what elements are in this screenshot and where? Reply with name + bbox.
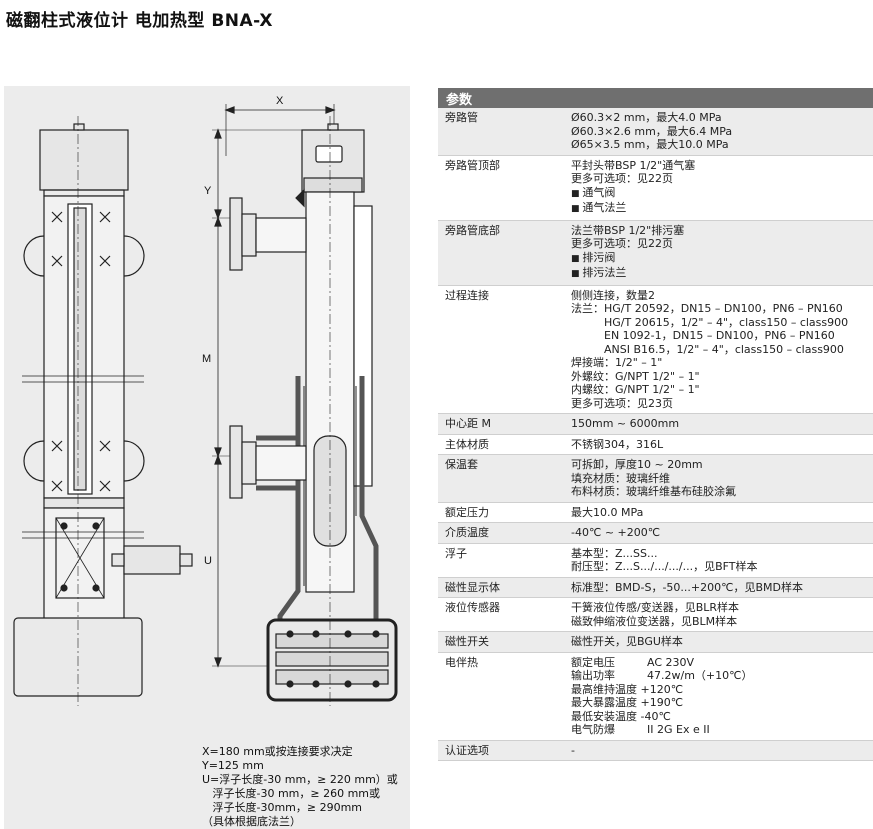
row-value-line: 通气法兰 [571,201,869,217]
row-value-line: 更多可选项：见23页 [571,396,673,410]
dim-x-label: X [276,95,284,107]
table-row: 过程连接 侧侧连接，数量2 法兰：HG/T 20592，DN15 – DN100… [438,285,873,414]
row-value-line: II 2G Ex e II [647,723,710,736]
table-row: 保温套 可拆卸，厚度10 ~ 20mm 填充材质：玻璃纤维 布料材质：玻璃纤维基… [438,454,873,503]
parameter-table: 参数 旁路管 Ø60.3×2 mm，最大4.0 MPa Ø60.3×2.6 mm… [438,88,873,761]
row-key: 磁性显示体 [438,577,571,598]
row-value-line: 侧侧连接，数量2 [571,288,655,302]
row-value-line: 布料材质：玻璃纤维基布硅胶涂氟 [571,485,736,498]
row-value-line: 150mm ~ 6000mm [571,417,680,430]
row-value-line: 最低安装温度 -40℃ [571,709,671,723]
row-key: 主体材质 [438,434,571,455]
table-header: 参数 [438,88,873,108]
row-value-line: 标准型：BMD-S，-50...+200℃，见BMD样本 [571,580,803,594]
dim-y-label: Y [204,185,212,197]
table-row: 旁路管顶部 平封头带BSP 1/2"通气塞 更多可选项：见22页 通气阀 通气法… [438,155,873,221]
technical-drawing-panel: X Y M U [4,86,410,829]
row-key: 过程连接 [438,285,571,414]
table-row: 旁路管 Ø60.3×2 mm，最大4.0 MPa Ø60.3×2.6 mm，最大… [438,108,873,156]
row-value-line: 更多可选项：见22页 [571,237,673,250]
row-key: 旁路管底部 [438,220,571,286]
table-row: 旁路管底部 法兰带BSP 1/2"排污塞 更多可选项：见22页 排污阀 排污法兰 [438,220,873,286]
table-row: 磁性显示体 标准型：BMD-S，-50...+200℃，见BMD样本 [438,577,873,598]
row-value-line: 额定电压 [571,655,615,669]
dim-u-label: U [204,555,212,567]
row-value-line: 耐压型：Z...S.../.../.../...，见BFT样本 [571,560,758,573]
row-value-line: 内螺纹：G/NPT 1/2" – 1" [571,383,700,396]
row-value-line: 法兰带BSP 1/2"排污塞 [571,223,685,237]
row-key: 中心距 M [438,413,571,435]
note-line: X=180 mm或按连接要求决定 [202,745,353,758]
page-title: 磁翻柱式液位计 电加热型 BNA-X [6,11,273,31]
row-key: 介质温度 [438,522,571,544]
row-value-line: AC 230V [647,655,695,669]
row-key: 电伴热 [438,652,571,741]
row-value-line: 通气阀 [571,186,869,202]
row-key: 旁路管顶部 [438,155,571,221]
table-row: 中心距 M 150mm ~ 6000mm [438,413,873,435]
row-value-line: Ø60.3×2.6 mm，最大6.4 MPa [571,124,733,138]
row-key: 额定压力 [438,502,571,523]
note-line: 浮子长度-30mm，≥ 290mm [202,801,363,814]
note-line: U=浮子长度-30 mm，≥ 220 mm）或 [202,773,398,786]
table-row: 液位传感器 干簧液位传感/变送器，见BLR样本 磁致伸缩液位变送器，见BLM样本 [438,597,873,632]
row-value-line: 47.2w/m（+10℃） [647,669,753,682]
row-key: 保温套 [438,454,571,503]
row-value-line: 排污法兰 [571,266,869,282]
row-value-line: EN 1092-1，DN15 – DN100，PN6 – PN160 [604,329,835,342]
row-value-line: 磁性开关，见BGU样本 [571,635,683,648]
row-value-line: 填充材质：玻璃纤维 [571,471,670,485]
row-value-line: 排污阀 [571,251,869,267]
table-row: 认证选项 - [438,740,873,761]
row-value-line: 外螺纹：G/NPT 1/2" – 1" [571,369,700,383]
row-value-line: -40℃ ~ +200℃ [571,526,661,539]
row-value-line: 可拆卸，厚度10 ~ 20mm [571,458,703,471]
dim-m-label: M [202,353,211,365]
row-key: 旁路管 [438,108,571,156]
row-value-line: 基本型：Z...SS... [571,546,658,560]
row-value-line: 更多可选项：见22页 [571,172,673,185]
row-value-line: HG/T 20615，1/2" – 4"，class150 – class900 [604,315,849,329]
table-row: 主体材质 不锈钢304，316L [438,434,873,455]
row-value-line: 最高维持温度 +120℃ [571,682,684,696]
row-value-line: - [571,743,575,757]
row-value-line: 平封头带BSP 1/2"通气塞 [571,158,696,172]
row-value-line: 焊接端：1/2" – 1" [571,356,663,369]
note-line: （具体根据底法兰） [202,815,301,828]
row-value-line: ANSI B16.5，1/2" – 4"，class150 – class900 [604,342,844,356]
table-row: 额定压力 最大10.0 MPa [438,502,873,523]
table-row: 介质温度 -40℃ ~ +200℃ [438,522,873,544]
row-key: 认证选项 [438,740,571,761]
table-row: 磁性开关 磁性开关，见BGU样本 [438,631,873,653]
note-line: Y=125 mm [202,759,264,772]
note-line: 浮子长度-30 mm，≥ 260 mm或 [202,787,381,800]
row-value-line: Ø60.3×2 mm，最大4.0 MPa [571,111,722,124]
row-value-line: 不锈钢304，316L [571,437,664,451]
row-value-line: 输出功率 [571,669,615,682]
row-value-line: 法兰：HG/T 20592，DN15 – DN100，PN6 – PN160 [571,302,843,315]
row-key: 浮子 [438,543,571,578]
row-key: 液位传感器 [438,597,571,632]
top-cap-front [39,129,129,191]
row-value-line: 磁致伸缩液位变送器，见BLM样本 [571,614,738,628]
row-value-line: 干簧液位传感/变送器，见BLR样本 [571,601,740,614]
row-key: 磁性开关 [438,631,571,653]
table-row: 浮子 基本型：Z...SS... 耐压型：Z...S.../.../.../..… [438,543,873,578]
junction-box [123,545,181,575]
technical-drawing: X Y M U [13,95,398,706]
row-value-line: 最大暴露温度 +190℃ [571,696,684,709]
table-row: 电伴热 额定电压 AC 230V 输出功率 47.2w/m（+10℃） 最高维持温度… [438,652,873,741]
row-value-line: Ø65×3.5 mm，最大10.0 MPa [571,138,729,151]
row-value-line: 电气防爆 [571,723,615,736]
row-value-line: 最大10.0 MPa [571,505,644,519]
dimension-notes: X=180 mm或按连接要求决定 Y=125 mm U=浮子长度-30 mm，≥… [202,745,398,829]
